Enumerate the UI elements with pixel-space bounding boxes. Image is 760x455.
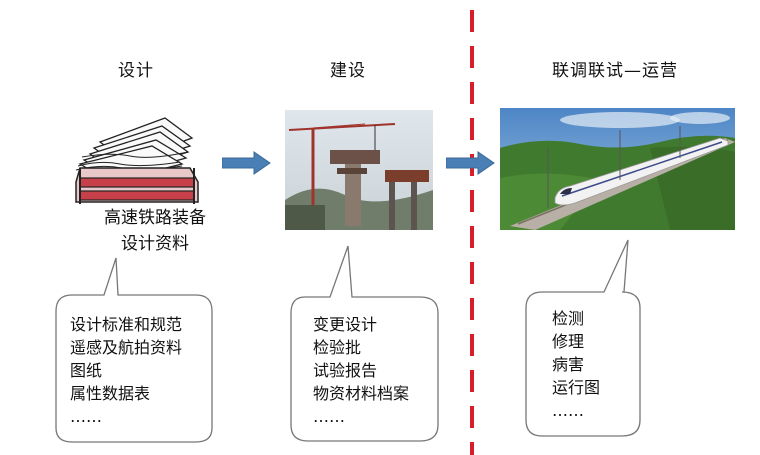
design-caption-line1: 高速铁路装备 (104, 208, 206, 228)
design-caption-line2: 设计资料 (121, 234, 189, 254)
list-item: 修理 (552, 332, 585, 351)
stage-title-design: 设计 (118, 61, 154, 81)
build-bubble-outline (290, 245, 439, 442)
list-item: 病害 (552, 355, 585, 374)
list-item: 运行图 (552, 378, 601, 397)
list-item: …… (313, 407, 345, 426)
stage-title-ops: 联调联试—运营 (552, 61, 678, 81)
build-bubble-text: 变更设计 检验批 试验报告 物资材料档案 …… (313, 313, 409, 428)
list-item: 物资材料档案 (313, 384, 410, 403)
list-item: 变更设计 (313, 315, 378, 334)
arrow-right-icon (446, 151, 495, 175)
ops-bubble-outline (525, 239, 641, 437)
stage-title-build: 建设 (330, 61, 366, 81)
ops-bubble-text: 检测 修理 病害 运行图 …… (552, 307, 600, 422)
list-item: 试验报告 (313, 361, 378, 380)
documents-icon (75, 117, 199, 204)
stage-divider (470, 10, 474, 455)
list-item: …… (70, 407, 102, 426)
list-item: 图纸 (70, 361, 103, 380)
arrow-right-icon (222, 151, 271, 175)
list-item: 设计标准和规范 (70, 315, 183, 334)
train-photo (500, 108, 735, 230)
design-bubble-text: 设计标准和规范 遥感及航拍资料 图纸 属性数据表 …… (70, 313, 182, 428)
list-item: 属性数据表 (70, 384, 151, 403)
construction-photo (285, 110, 433, 230)
list-item: …… (552, 401, 584, 420)
design-bubble-outline (55, 257, 213, 443)
list-item: 遥感及航拍资料 (70, 338, 183, 357)
design-caption: 高速铁路装备 设计资料 (80, 205, 230, 257)
list-item: 检验批 (313, 338, 362, 357)
list-item: 检测 (552, 309, 585, 328)
